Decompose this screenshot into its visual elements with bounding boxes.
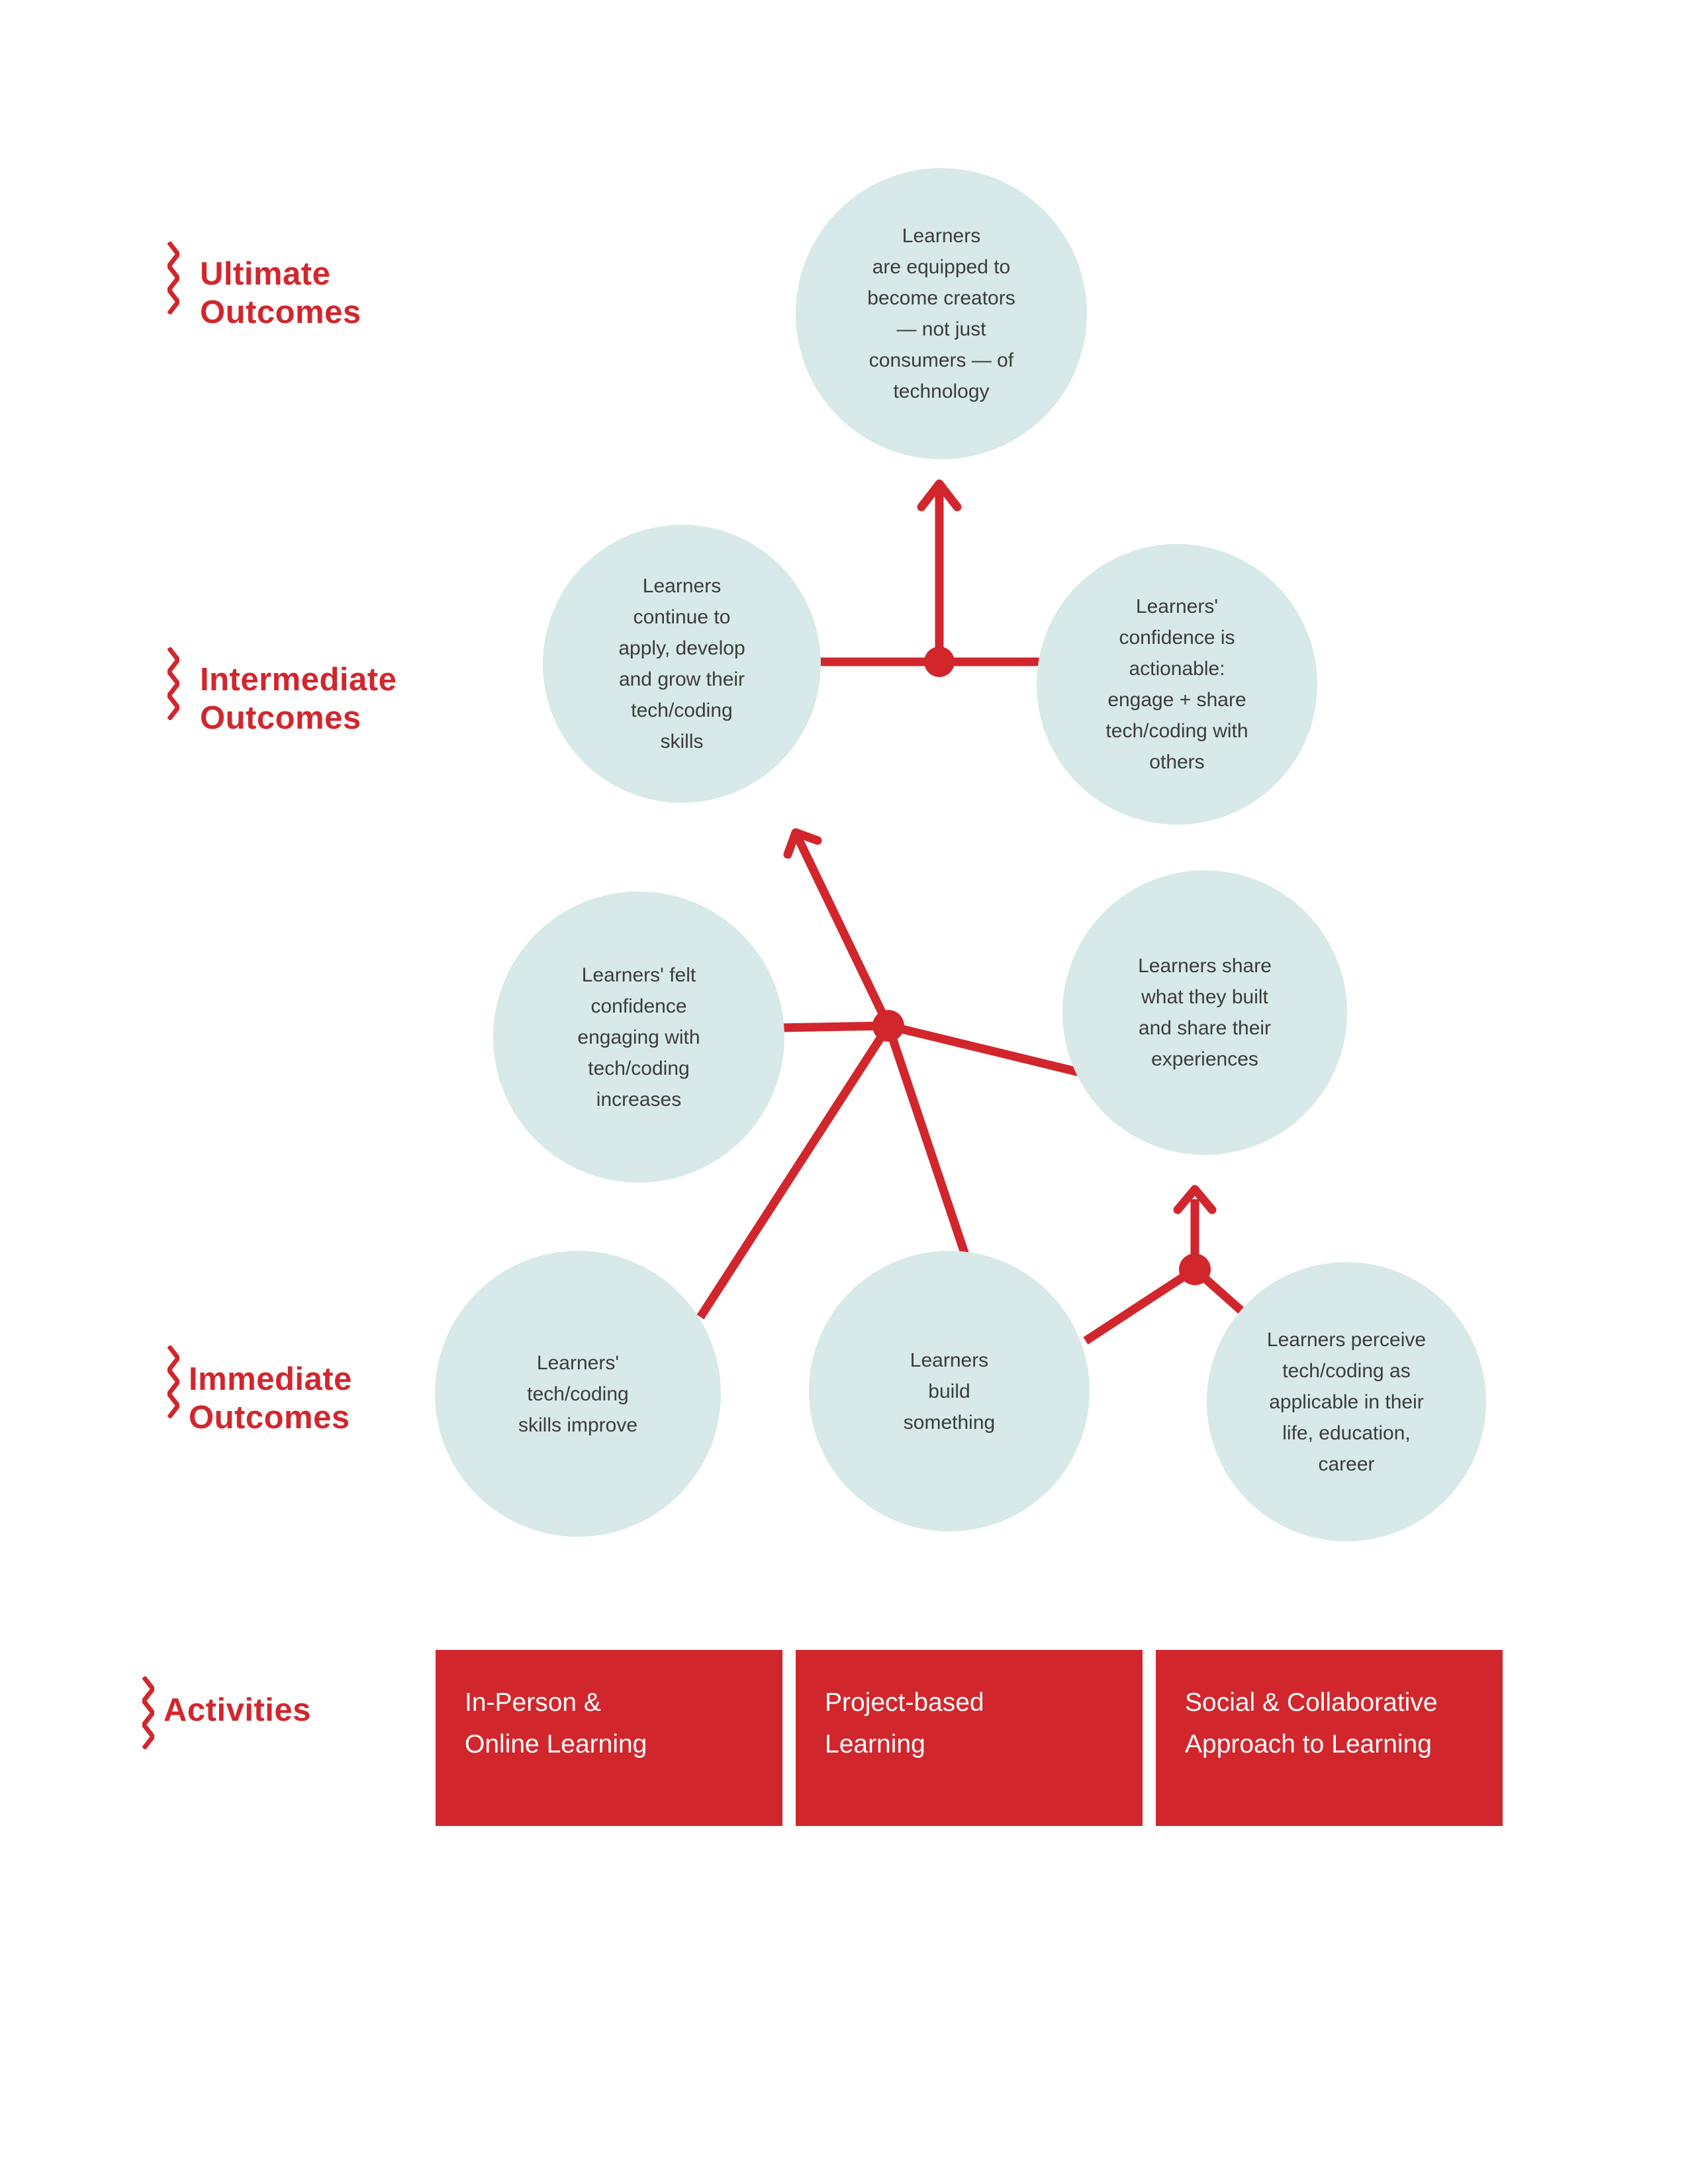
squiggle-bracket-icon [142,1676,154,1749]
outcome-circle-skills-improve: Learners' tech/coding skills improve [435,1251,721,1537]
link-build-something-to-right-junction [1083,1265,1197,1345]
activity-box-label: In-Person & Online Learning [465,1688,647,1758]
row-label-text: Ultimate Outcomes [200,256,361,330]
row-label-immediate-outcomes: Immediate Outcomes [167,1345,352,1437]
row-label-ultimate-outcomes: Ultimate Outcomes [167,242,361,332]
link-skills-improve-to-junction [696,1023,892,1320]
squiggle-bracket-icon [167,647,179,720]
outcome-circle-text: Learners are equipped to become creators… [867,225,1015,402]
row-label-text: Activities [164,1692,311,1728]
squiggle-bracket-icon [167,1345,179,1418]
junction-dot-right [1179,1253,1211,1285]
outcome-circle-felt-confidence: Learners' felt confidence engaging with … [493,891,784,1183]
junction-dot-center [872,1010,904,1042]
arrowhead-to-continue-icon [783,828,822,859]
outcome-circle-text: Learners' felt confidence engaging with … [577,964,700,1111]
activity-box-project-based-learning: Project-based Learning [796,1650,1143,1826]
outcome-circle-text: Learners build something [903,1349,996,1433]
row-label-text: Immediate Outcomes [189,1361,352,1435]
outcome-circle-text: Learners perceive tech/coding as applica… [1266,1328,1427,1475]
junction-dot-top [924,647,955,677]
outcome-circle-text: Learners' confidence is actionable: enga… [1105,596,1248,773]
outcome-circle-ultimate: Learners are equipped to become creators… [796,168,1087,459]
outcome-circle-share-built: Learners share what they built and share… [1062,870,1347,1155]
squiggle-bracket-icon [167,242,179,314]
outcome-circle-text: Learners continue to apply, develop and … [618,575,745,752]
outcome-circle-text: Learners' tech/coding skills improve [518,1351,638,1436]
arrow-shaft-to-continue [794,835,892,1028]
activity-box-label: Social & Collaborative Approach to Learn… [1185,1688,1438,1758]
row-label-intermediate-outcomes: Intermediate Outcomes [167,647,397,737]
outcome-circle-perceive-applicable: Learners perceive tech/coding as applica… [1207,1262,1486,1541]
outcome-circle-confidence-actionable: Learners' confidence is actionable: enga… [1037,544,1317,825]
outcome-circle-build-something: Learners build something [809,1251,1090,1531]
activity-box-in-person-online-learning: In-Person & Online Learning [436,1650,782,1826]
outcome-circle-text: Learners share what they built and share… [1138,955,1272,1070]
link-felt-confidence-to-junction [777,1021,889,1032]
link-junction-to-share [887,1021,1080,1077]
arrowhead-to-ultimate-icon [917,479,962,512]
row-label-activities: Activities [142,1676,311,1749]
link-build-something-to-junction [884,1024,970,1257]
outcome-circle-continue-grow-skills: Learners continue to apply, develop and … [543,525,821,803]
arrowhead-to-share-icon [1173,1185,1217,1214]
activity-box-social-collaborative-learning: Social & Collaborative Approach to Learn… [1156,1650,1503,1826]
row-label-text: Intermediate Outcomes [200,662,397,736]
activity-box-label: Project-based Learning [825,1688,984,1758]
